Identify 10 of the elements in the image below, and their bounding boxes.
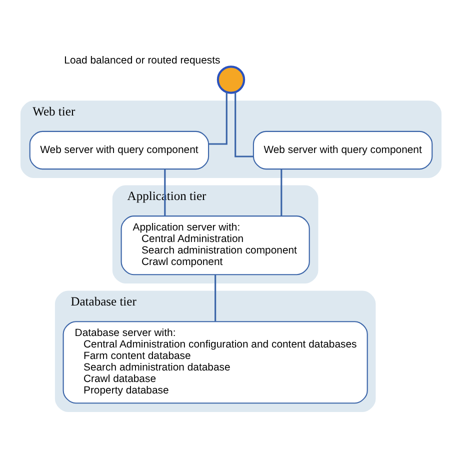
connector: [280, 170, 282, 216]
node-box: Web server with query component: [252, 130, 433, 170]
node-box: Application server with: Central Administration Search administration component Crawl component: [120, 216, 310, 276]
connector: [214, 274, 216, 322]
node-box: Database server with: Central Administration configuration and content databases Farm content database Search administration database Crawl database Property database: [62, 321, 368, 404]
connector: [234, 92, 254, 158]
node-label: Load balanced or routed requests: [64, 56, 220, 67]
node-box: Web server with query component: [29, 130, 210, 170]
node-circle: [216, 66, 246, 94]
connector: [208, 92, 228, 145]
